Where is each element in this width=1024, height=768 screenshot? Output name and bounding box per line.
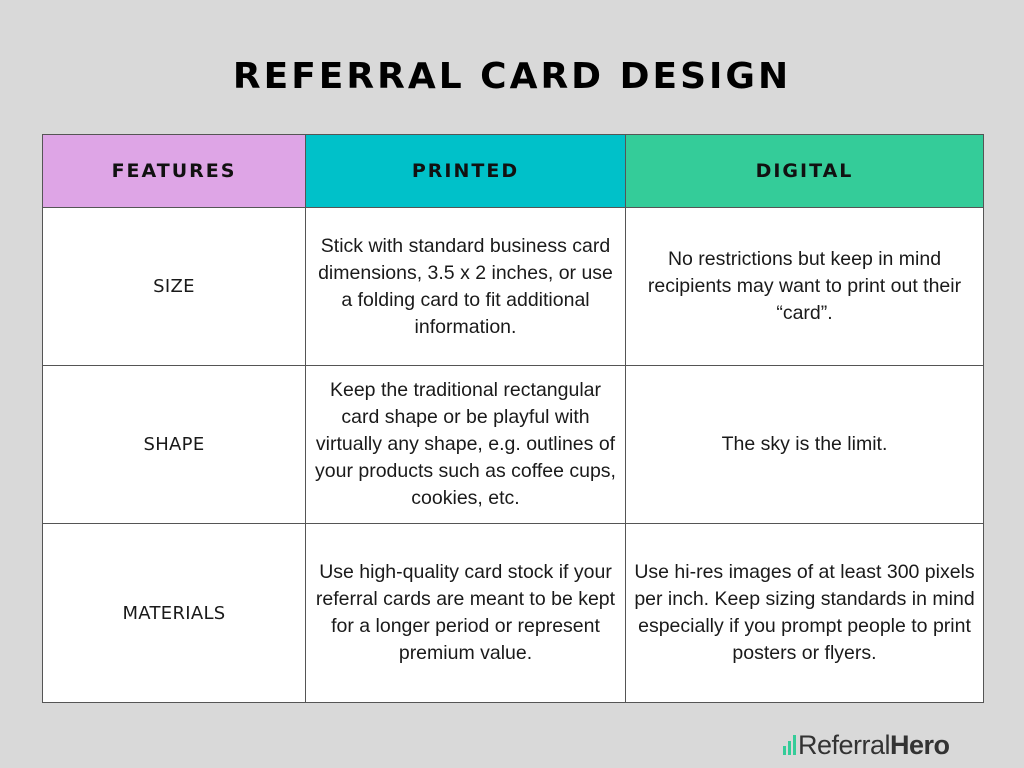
feature-cell: SIZE	[42, 207, 306, 366]
header-features: FEATURES	[42, 134, 306, 208]
digital-cell: Use hi-res images of at least 300 pixels…	[625, 523, 984, 703]
table-row: SHAPE Keep the traditional rectangular c…	[42, 365, 984, 524]
table-row: MATERIALS Use high-quality card stock if…	[42, 523, 984, 703]
brand-logo: Referral Hero	[783, 728, 950, 762]
feature-cell: MATERIALS	[42, 523, 306, 703]
header-digital: DIGITAL	[625, 134, 984, 208]
table-row: SIZE Stick with standard business card d…	[42, 207, 984, 366]
feature-cell: SHAPE	[42, 365, 306, 524]
printed-cell: Stick with standard business card dimens…	[305, 207, 626, 366]
logo-text-referral: Referral	[798, 729, 891, 760]
header-printed: PRINTED	[305, 134, 626, 208]
printed-cell: Use high-quality card stock if your refe…	[305, 523, 626, 703]
digital-cell: The sky is the limit.	[625, 365, 984, 524]
bar-chart-icon	[783, 735, 796, 755]
logo-text-hero: Hero	[890, 729, 950, 760]
printed-cell: Keep the traditional rectangular card sh…	[305, 365, 626, 524]
page-title: REFERRAL CARD DESIGN	[232, 56, 792, 97]
table-header-row: FEATURES PRINTED DIGITAL	[42, 134, 984, 208]
comparison-table: FEATURES PRINTED DIGITAL SIZE Stick with…	[42, 134, 984, 703]
digital-cell: No restrictions but keep in mind recipie…	[625, 207, 984, 366]
